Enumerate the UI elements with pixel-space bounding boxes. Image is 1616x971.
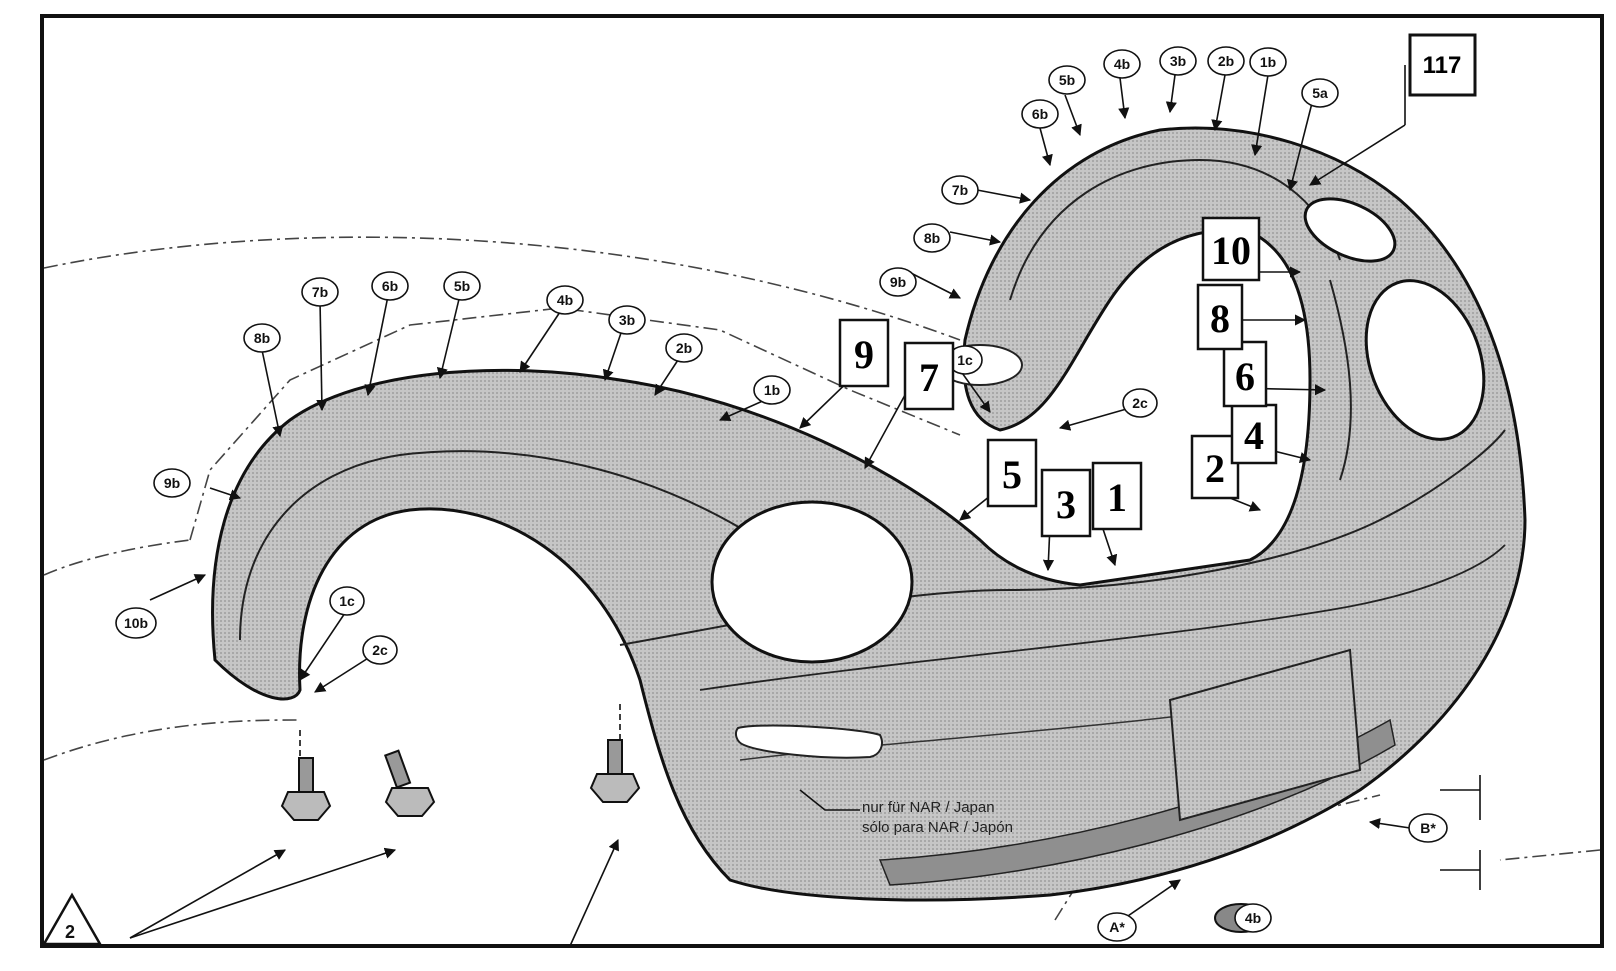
svg-text:5b: 5b [1059,72,1075,88]
box-7: 7 [903,341,955,411]
svg-text:5: 5 [1002,452,1022,497]
callout-1c: 1c [947,345,983,375]
svg-text:1b: 1b [1260,54,1276,70]
market-note: nur für NAR / Japan sólo para NAR / Japó… [862,799,1013,836]
callout-7b: 7b [941,175,979,205]
callout-2c: 2c [362,635,398,665]
svg-text:10b: 10b [124,615,148,631]
callout-6b: 6b [371,271,409,301]
callout-5b: 5b [443,271,481,301]
callout-5a: 5a [1301,78,1339,108]
svg-text:2b: 2b [1218,53,1234,69]
svg-text:6b: 6b [1032,106,1048,122]
box-8: 8 [1196,283,1244,351]
callout-3b: 3b [608,305,646,335]
box-9: 9 [838,318,890,388]
callout-1b: 1b [1249,47,1287,77]
svg-text:5b: 5b [454,278,470,294]
numbered-boxes: 9 7 5 3 1 2 4 6 8 10 117 [838,33,1477,538]
svg-text:4b: 4b [1245,910,1261,926]
box-10: 10 [1201,216,1261,282]
callout-8b: 8b [243,323,281,353]
svg-text:6b: 6b [382,278,398,294]
rear-fender-callouts: 10b 9b 8b 7b 6b 5b 4b 3b 2b 1b 1c 2c [115,271,791,665]
svg-text:9b: 9b [890,274,906,290]
svg-text:nur für NAR / Japan: nur für NAR / Japan [862,799,995,816]
view-label-b: B* [1408,813,1448,843]
callout-8b: 8b [913,223,951,253]
box-6: 6 [1222,340,1268,408]
front-fender-callouts: 1b 2b 3b 4b 5b 6b 7b 8b 9b 1c 2c 5a 4b [879,46,1339,933]
view-labels: A* B* [1097,813,1448,942]
view-label-a: A* [1097,912,1137,942]
svg-text:7b: 7b [312,284,328,300]
bumper-body [211,126,1527,902]
svg-text:7: 7 [919,355,939,400]
box-2: 2 [1190,434,1240,500]
svg-text:117: 117 [1423,52,1462,79]
svg-text:4: 4 [1244,413,1264,458]
svg-text:5a: 5a [1312,85,1328,101]
svg-text:2: 2 [1205,446,1225,491]
callout-3b: 3b [1159,46,1197,76]
leader-lines [129,65,1481,947]
svg-text:8: 8 [1210,296,1230,341]
callout-4b: 4b [546,285,584,315]
callout-10b: 10b [115,607,157,639]
svg-text:1b: 1b [764,382,780,398]
box-1: 1 [1091,461,1143,531]
callout-4b: 4b [1103,49,1141,79]
svg-text:7b: 7b [952,182,968,198]
svg-text:1c: 1c [339,593,355,609]
reference-box-117: 117 [1408,33,1477,97]
callout-9b: 9b [153,468,191,498]
callout-7b: 7b [301,277,339,307]
svg-text:10: 10 [1211,228,1251,273]
screw-icon [589,739,641,803]
callout-1b: 1b [753,375,791,405]
box-5: 5 [986,438,1038,508]
corner-triangle-label: 2 [41,892,103,946]
svg-text:A*: A* [1109,919,1125,935]
svg-text:1c: 1c [957,352,973,368]
screw-icon [383,749,436,817]
box-4: 4 [1230,403,1278,465]
svg-text:2b: 2b [676,340,692,356]
svg-text:B*: B* [1420,820,1436,836]
svg-text:9: 9 [854,332,874,377]
svg-text:4b: 4b [557,292,573,308]
svg-text:8b: 8b [254,330,270,346]
svg-text:3: 3 [1056,482,1076,527]
callout-2c: 2c [1122,388,1158,418]
svg-text:9b: 9b [164,475,180,491]
svg-text:1: 1 [1107,475,1127,520]
callout-6b: 6b [1021,99,1059,129]
callout-1c: 1c [329,586,365,616]
svg-text:6: 6 [1235,354,1255,399]
box-3: 3 [1040,468,1092,538]
callout-2b: 2b [1207,46,1245,76]
svg-text:sólo para NAR / Japón: sólo para NAR / Japón [862,819,1013,836]
svg-text:4b: 4b [1114,56,1130,72]
svg-text:2: 2 [65,922,75,942]
callout-2b: 2b [665,333,703,363]
callout-5b: 5b [1048,65,1086,95]
svg-text:2c: 2c [1132,395,1148,411]
svg-text:3b: 3b [1170,53,1186,69]
callout-4b-lower: 4b [1234,903,1272,933]
svg-text:3b: 3b [619,312,635,328]
svg-text:2c: 2c [372,642,388,658]
callout-9b: 9b [879,267,917,297]
screw-icon [280,757,332,821]
svg-text:8b: 8b [924,230,940,246]
